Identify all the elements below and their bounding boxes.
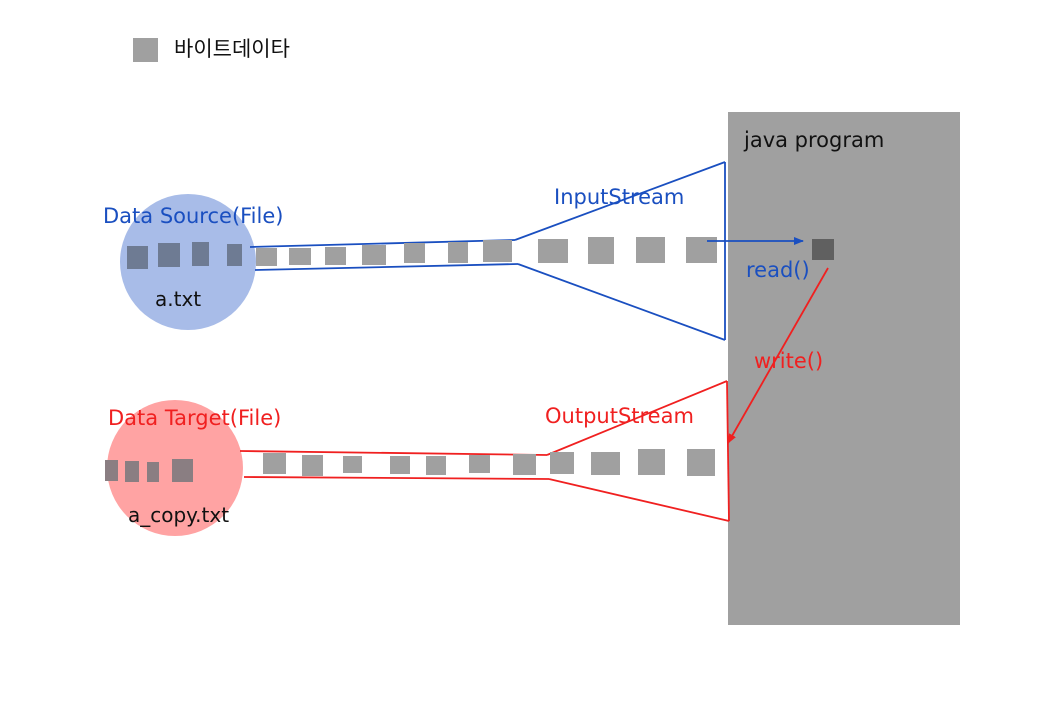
byte-block — [588, 237, 614, 264]
program-byte — [812, 239, 834, 260]
output-stream-bytes — [263, 449, 715, 476]
output-stream-funnel — [239, 380, 730, 522]
byte-block — [426, 456, 446, 475]
input-stream-bytes — [256, 237, 717, 266]
byte-block — [469, 455, 490, 473]
data-target-title: Data Target(File) — [108, 406, 281, 430]
file-byte — [172, 459, 193, 482]
read-method-label: read() — [746, 258, 810, 282]
write-method-label: write() — [754, 349, 823, 373]
byte-block — [538, 239, 568, 263]
byte-block — [362, 245, 386, 265]
file-byte — [125, 461, 139, 482]
target-file-bytes — [105, 459, 193, 482]
byte-block — [638, 449, 665, 475]
data-source-title: Data Source(File) — [103, 204, 283, 228]
data-target-filename: a_copy.txt — [128, 503, 229, 527]
byte-block — [289, 248, 311, 265]
byte-block — [448, 242, 468, 263]
file-byte — [192, 242, 209, 266]
source-file-bytes — [127, 242, 242, 269]
byte-block — [513, 454, 536, 475]
byte-block — [591, 452, 620, 475]
java-program-label: java program — [743, 128, 884, 152]
data-source-filename: a.txt — [155, 287, 201, 311]
file-byte — [147, 462, 159, 482]
byte-block — [343, 456, 362, 473]
input-stream-label: InputStream — [554, 185, 684, 209]
input-stream-funnel — [249, 161, 726, 341]
byte-block — [483, 240, 512, 262]
byte-block — [263, 453, 286, 474]
legend-label: 바이트데이타 — [174, 37, 290, 61]
file-byte — [105, 460, 118, 481]
byte-block — [550, 452, 574, 474]
byte-block — [390, 456, 410, 474]
byte-block — [325, 247, 346, 265]
legend-swatch — [133, 38, 158, 62]
file-byte — [158, 243, 180, 267]
write-arrow — [727, 267, 829, 444]
byte-block — [404, 243, 425, 263]
java-program-box — [728, 112, 960, 625]
file-byte — [227, 244, 242, 266]
output-stream-label: OutputStream — [545, 404, 694, 428]
byte-block — [687, 449, 715, 476]
byte-block — [256, 248, 277, 266]
byte-block — [636, 237, 665, 263]
file-byte — [127, 246, 148, 269]
data-source-circle — [120, 194, 256, 330]
byte-block — [302, 455, 323, 476]
